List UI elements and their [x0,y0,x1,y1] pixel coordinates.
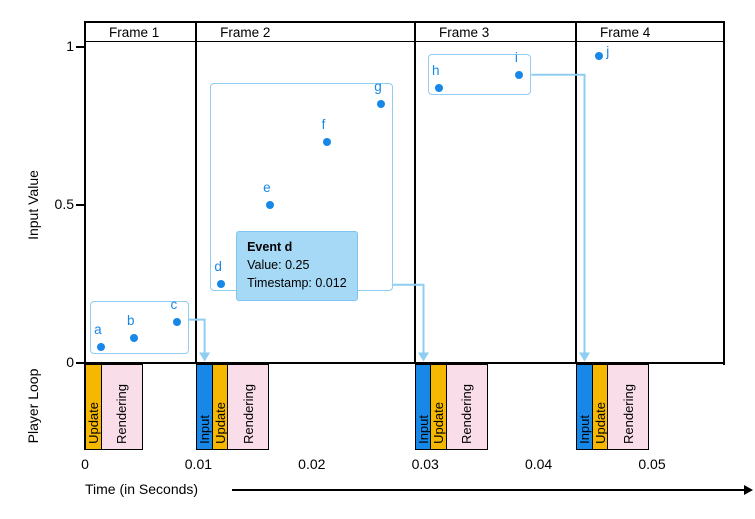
x-tick-label: 0.02 [298,456,326,472]
tooltip-timestamp-line: Timestamp: 0.012 [247,275,347,290]
update-bar-label: Update [212,402,228,444]
tooltip-value-line: Value: 0.25 [247,257,310,272]
frame-4-input-bar: Input [576,364,594,450]
rendering-bar-label: Rendering [459,384,475,444]
event-point-i [515,71,524,80]
frame-3-update-bar: Update [430,364,448,450]
input-bar-label: Input [415,415,431,444]
group-arrowhead-1 [199,352,211,362]
plot-right-border [723,21,725,365]
event-label-g: g [374,78,382,94]
rendering-bar-label: Rendering [240,384,256,444]
x-tick-label: 0.05 [638,456,666,472]
event-label-j: j [606,44,610,60]
event-point-e [265,201,274,209]
frame-3-input-bar: Input [414,364,432,450]
zero-axis-line [84,362,725,364]
y-tick-label: 0 [66,354,74,370]
x-tick-label: 0.04 [524,456,553,472]
frame-3-rendering-bar: Rendering [445,364,488,450]
y-tick-mark [76,362,85,364]
frame-1-update-bar: Update [85,364,102,450]
frame-divider [575,22,577,363]
x-axis-title: Time (in Seconds) [85,481,199,497]
x-tick-label: 0.03 [411,456,439,472]
y-axis-title: Input Value [25,170,41,240]
event-group-hi [427,54,532,96]
event-label-i: i [514,50,518,66]
group-arrowhead-2 [417,352,429,362]
group-arrow-2 [392,283,425,353]
plot-top-border [84,21,725,23]
frame-1-rendering-bar: Rendering [100,364,143,450]
event-point-j [594,52,603,61]
event-point-c [172,317,181,326]
event-tooltip: Event d Value: 0.25 Timestamp: 0.012 [236,231,358,302]
time-axis-arrowhead [744,485,753,495]
event-label-b: b [126,312,135,328]
event-label-f: f [321,116,326,132]
event-point-h [434,84,443,93]
y-axis-line [84,21,86,450]
event-group-abc [89,300,189,355]
input-bar-label: Input [197,415,213,444]
event-label-d: d [214,259,222,274]
update-bar-label: Update [592,402,608,444]
y-tick-mark [76,46,85,48]
event-point-b [129,333,138,342]
frame-label: Frame 3 [438,24,490,40]
event-label-a: a [94,322,102,338]
x-tick-label: 0.01 [184,456,213,472]
event-label-c: c [170,296,178,312]
player-loop-axis-title: Player Loop [25,368,41,444]
event-point-a [96,343,105,352]
rendering-bar-label: Rendering [114,384,129,444]
event-point-f [322,137,331,146]
frame-2-input-bar: Input [196,364,214,450]
input-bar-label: Input [577,415,593,444]
group-arrowhead-3 [579,352,591,362]
event-label-e: e [263,180,271,195]
y-tick-label: 0.5 [54,196,74,212]
x-tick-label: 0 [81,456,89,472]
frame-label: Frame 4 [600,24,651,40]
update-bar-label: Update [431,402,447,444]
update-bar-label: Update [86,402,101,444]
frame-divider [414,22,416,363]
frame-divider [195,22,197,363]
frame-2-rendering-bar: Rendering [227,364,270,450]
frame-4-rendering-bar: Rendering [607,364,650,450]
event-point-d [217,280,226,288]
frame-label: Frame 1 [109,24,160,40]
frame-2-update-bar: Update [211,364,229,450]
y-tick-mark [76,204,85,206]
y-tick-label: 1 [66,38,74,54]
tooltip-title: Event d [247,240,293,254]
frame-label: Frame 2 [220,24,271,40]
frame-header-separator [84,40,725,42]
event-label-h: h [432,63,440,79]
frame-4-update-bar: Update [591,364,609,450]
rendering-bar-label: Rendering [620,384,636,444]
event-point-g [376,99,385,108]
